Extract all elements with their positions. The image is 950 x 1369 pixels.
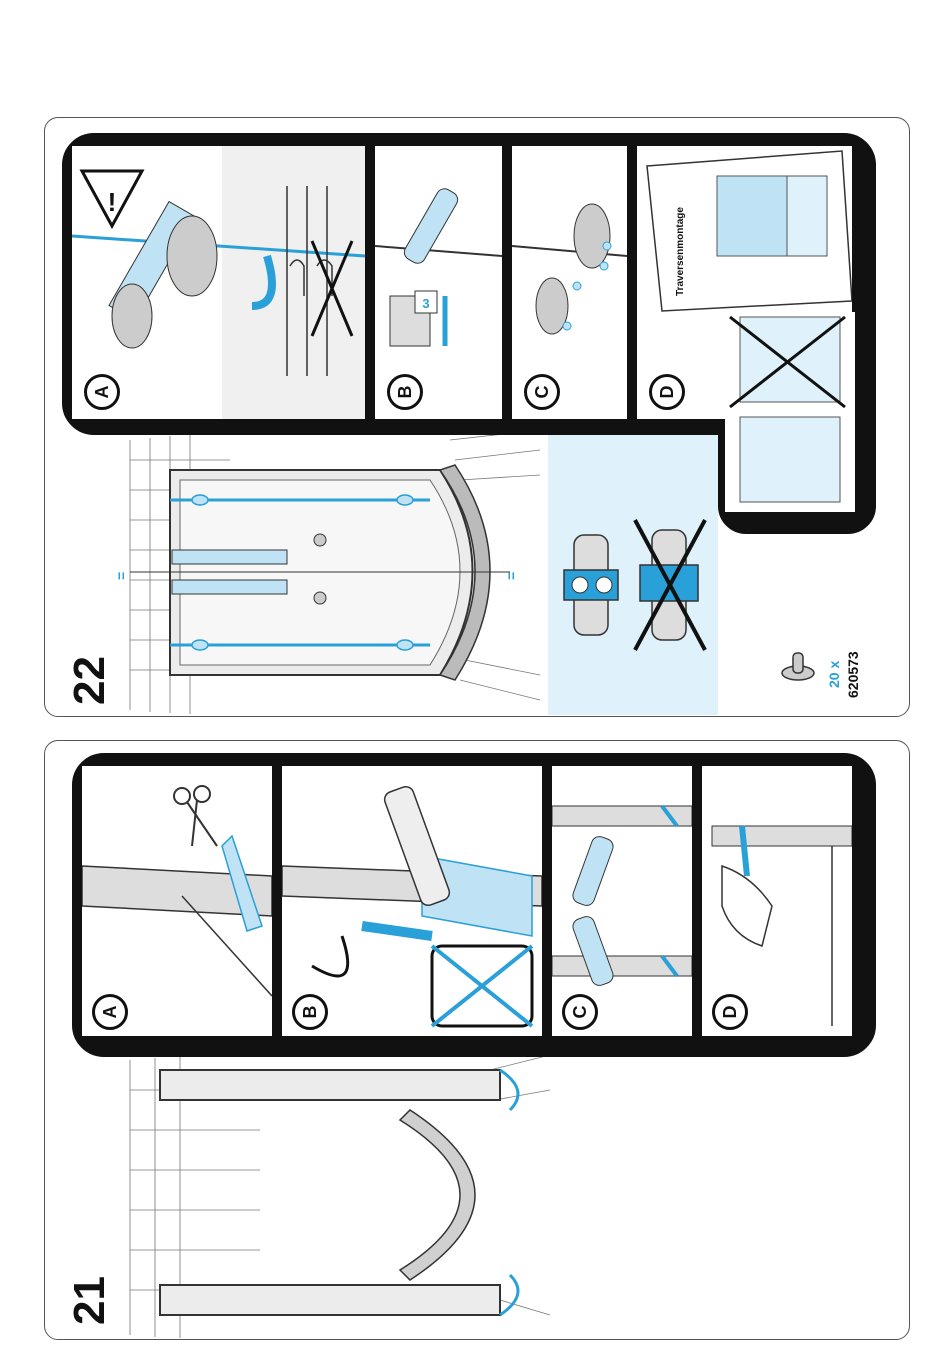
suction-cup-part-icon <box>778 645 818 685</box>
step-21-number: 21 <box>65 1265 115 1325</box>
step-22-cell-a: ! A <box>72 146 365 419</box>
svg-text:!: ! <box>108 187 117 217</box>
step-21-cabin-illustration <box>110 1050 560 1340</box>
step-21-letter-d: D <box>712 994 748 1030</box>
step-21-cell-c: C <box>552 766 692 1036</box>
connector-correct-illustration <box>560 530 630 640</box>
step-22d-cabin-thumbnails <box>725 312 855 512</box>
manual-title: Traversenmontage <box>675 207 686 296</box>
step-21-letter-a: A <box>92 994 128 1030</box>
equal-mark-top: = <box>113 572 129 580</box>
equal-mark-bottom: = <box>503 572 519 580</box>
step-22-letter-d: D <box>649 374 685 410</box>
step-21-cell-a: A <box>82 766 272 1036</box>
step-22-letter-a: A <box>84 374 120 410</box>
step-22-cell-c: C <box>512 146 627 419</box>
step-22-number: 22 <box>65 645 115 705</box>
step-22-cell-b: 3 B <box>375 146 502 419</box>
step-22-cabin-illustration <box>110 420 550 715</box>
step-22a-illustration: ! <box>72 146 365 419</box>
step-21-cell-d: D <box>702 766 852 1036</box>
screw-size-label: 3 <box>422 296 429 311</box>
step-22-letter-b: B <box>387 374 423 410</box>
step-22-cell-d-lower <box>725 312 855 512</box>
connector-wrong-illustration <box>630 515 710 655</box>
part-number: 620573 <box>845 651 861 698</box>
step-21-cell-b: B <box>282 766 542 1036</box>
part-quantity: 20 x <box>826 661 842 688</box>
step-21-letter-c: C <box>562 994 598 1030</box>
step-22-letter-c: C <box>524 374 560 410</box>
step-21-letter-b: B <box>292 994 328 1030</box>
step-21b-illustration <box>282 766 542 1036</box>
